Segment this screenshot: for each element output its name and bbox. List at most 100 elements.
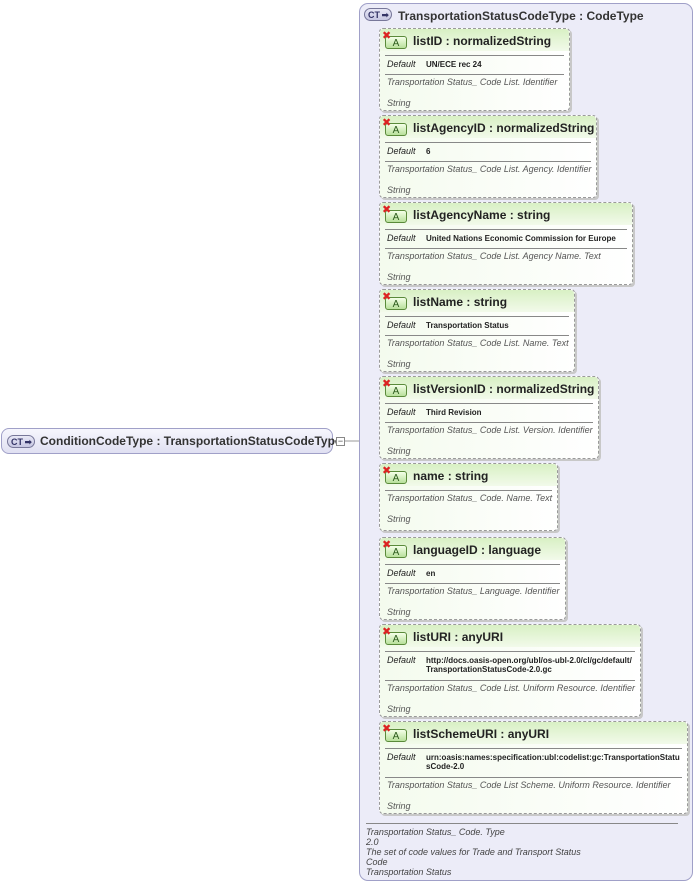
optional-x-icon: ✖ xyxy=(382,30,392,42)
default-label: Default xyxy=(387,407,416,417)
attribute-divider xyxy=(385,680,635,681)
default-label: Default xyxy=(387,568,416,578)
type-separator: : xyxy=(477,543,489,557)
type-separator: : xyxy=(156,434,164,448)
attribute-header xyxy=(380,290,574,312)
attribute-datatype: String xyxy=(387,359,411,369)
attribute-title: listName : string xyxy=(413,295,507,309)
optional-x-icon: ✖ xyxy=(382,539,392,551)
type-container: CT➡ TransportationStatusCodeType : CodeT… xyxy=(359,3,693,881)
complex-type-badge-label: CT xyxy=(11,437,23,447)
attribute-divider xyxy=(385,583,560,584)
default-value: http://docs.oasis-open.org/ubl/os-ubl-2.… xyxy=(426,656,632,674)
attribute-type: anyURI xyxy=(461,630,504,644)
attribute-icon: A xyxy=(385,545,407,558)
complex-type-badge: CT➡ xyxy=(364,8,392,21)
container-badge-label: CT xyxy=(368,10,380,20)
optional-x-icon: ✖ xyxy=(382,204,392,216)
type-separator: : xyxy=(444,469,456,483)
attribute-divider xyxy=(385,748,682,749)
attribute-description: Transportation Status_ Code List. Agency… xyxy=(387,251,601,261)
attribute-icon: A xyxy=(385,384,407,397)
attribute-description: Transportation Status_ Code List. Name. … xyxy=(387,338,569,348)
optional-x-icon: ✖ xyxy=(382,117,392,129)
attribute-datatype: String xyxy=(387,446,411,456)
attribute-datatype: String xyxy=(387,98,411,108)
type-separator: : xyxy=(497,727,508,741)
attribute-name: listAgencyID xyxy=(413,121,486,135)
attribute-datatype: String xyxy=(387,272,411,282)
attribute-name: name xyxy=(413,469,445,483)
attribute-datatype: String xyxy=(387,704,411,714)
attribute-datatype: String xyxy=(387,607,411,617)
default-label: Default xyxy=(387,752,416,762)
attribute-type: string xyxy=(473,295,508,309)
attribute-header xyxy=(380,625,640,647)
attribute-header xyxy=(380,377,598,399)
attribute-divider xyxy=(385,777,682,778)
attribute-title: languageID : language xyxy=(413,543,541,557)
arrow-icon: ➡ xyxy=(24,437,32,447)
attribute-name: languageID xyxy=(413,543,478,557)
attribute-icon: A xyxy=(385,297,407,310)
attribute-type: anyURI xyxy=(507,727,550,741)
collapse-toggle[interactable]: − xyxy=(336,436,345,446)
attribute-title: listURI : anyURI xyxy=(413,630,503,644)
attribute-description: Transportation Status_ Code. Name. Text xyxy=(387,493,553,503)
attribute-type: string xyxy=(455,469,489,483)
attribute-divider xyxy=(385,55,564,56)
type-annotation: Transportation Status_ Code. Type 2.0 Th… xyxy=(366,823,678,877)
root-name: ConditionCodeType xyxy=(40,434,154,448)
attribute-icon: A xyxy=(385,36,407,49)
attribute-title: name : string xyxy=(413,469,488,483)
type-separator: : xyxy=(451,630,462,644)
attribute-description: Transportation Status_ Code List Scheme.… xyxy=(387,780,671,790)
annotation-line: Code xyxy=(366,857,388,867)
attribute-datatype: String xyxy=(387,801,411,811)
attribute-type: normalizedString xyxy=(496,382,595,396)
default-label: Default xyxy=(387,320,416,330)
container-title: TransportationStatusCodeType : CodeType xyxy=(398,9,644,23)
container-type: CodeType xyxy=(586,9,644,23)
default-label: Default xyxy=(387,233,416,243)
attribute-icon: A xyxy=(385,123,407,136)
arrow-icon: ➡ xyxy=(381,10,389,20)
attribute-title: listAgencyName : string xyxy=(413,208,550,222)
attribute-datatype: String xyxy=(387,185,411,195)
attribute-description: Transportation Status_ Language. Identif… xyxy=(387,586,560,596)
attribute-header xyxy=(380,538,565,560)
default-value: urn:oasis:names:specification:ubl:codeli… xyxy=(426,753,680,771)
attribute-divider xyxy=(385,142,591,143)
attribute-type: normalizedString xyxy=(496,121,595,135)
attribute-header xyxy=(380,722,687,744)
attribute-divider xyxy=(385,403,593,404)
attribute-icon: A xyxy=(385,471,407,484)
attribute-divider xyxy=(385,335,569,336)
attribute-title: listID : normalizedString xyxy=(413,34,551,48)
default-value: Third Revision xyxy=(426,408,482,417)
attribute-divider xyxy=(385,161,591,162)
attribute-type: string xyxy=(517,208,551,222)
attribute-divider xyxy=(385,422,593,423)
attribute-divider xyxy=(385,490,552,491)
type-separator: : xyxy=(506,208,518,222)
root-complex-type[interactable]: CT➡ ConditionCodeType : TransportationSt… xyxy=(1,428,342,454)
attribute-divider xyxy=(385,316,569,317)
annotation-divider xyxy=(366,823,678,824)
container-name: TransportationStatusCodeType xyxy=(398,9,576,23)
complex-type-badge: CT➡ xyxy=(7,435,35,448)
attribute-title: listSchemeURI : anyURI xyxy=(413,727,549,741)
default-label: Default xyxy=(387,59,416,69)
default-value: en xyxy=(426,569,436,578)
annotation-line: The set of code values for Trade and Tra… xyxy=(366,847,581,857)
type-separator: : xyxy=(579,9,587,23)
